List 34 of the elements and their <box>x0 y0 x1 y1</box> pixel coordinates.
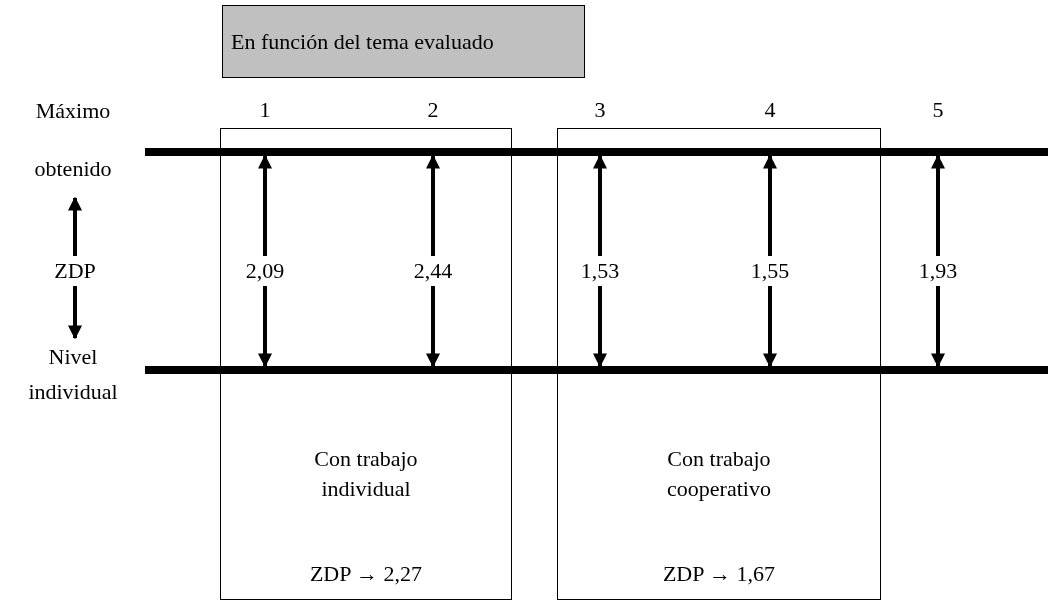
group-box <box>557 128 881 600</box>
arrow <box>931 154 945 256</box>
value-label: 2,44 <box>403 256 463 286</box>
arrow <box>763 286 777 368</box>
value-label: 1,53 <box>570 256 630 286</box>
column-number: 5 <box>931 96 945 124</box>
arrow <box>68 196 82 256</box>
arrow <box>68 286 82 340</box>
arrow <box>426 154 440 256</box>
arrow <box>931 286 945 368</box>
arrow <box>763 154 777 256</box>
value-label: 2,09 <box>235 256 295 286</box>
column-number: 3 <box>593 96 607 124</box>
horizontal-bar <box>145 148 1048 156</box>
title-box: En función del tema evaluado <box>222 5 585 78</box>
arrow <box>593 286 607 368</box>
group-heading: Con trabajo cooperativo <box>666 445 772 503</box>
group-heading: Con trabajo individual <box>313 445 419 503</box>
value-label: Máximo obtenido <box>3 82 143 198</box>
column-number: 4 <box>763 96 777 124</box>
group-summary: ZDP → 1,67 <box>661 560 777 588</box>
value-label: ZDP <box>40 256 110 286</box>
horizontal-bar <box>145 366 1048 374</box>
value-label: 1,93 <box>908 256 968 286</box>
column-number: 2 <box>426 96 440 124</box>
column-number: 1 <box>258 96 272 124</box>
value-label: 1,55 <box>740 256 800 286</box>
value-label: Nivel individual <box>3 338 143 410</box>
arrow <box>258 286 272 368</box>
group-box <box>220 128 512 600</box>
arrow <box>426 286 440 368</box>
arrow <box>258 154 272 256</box>
arrow <box>593 154 607 256</box>
group-summary: ZDP → 2,27 <box>308 560 424 588</box>
